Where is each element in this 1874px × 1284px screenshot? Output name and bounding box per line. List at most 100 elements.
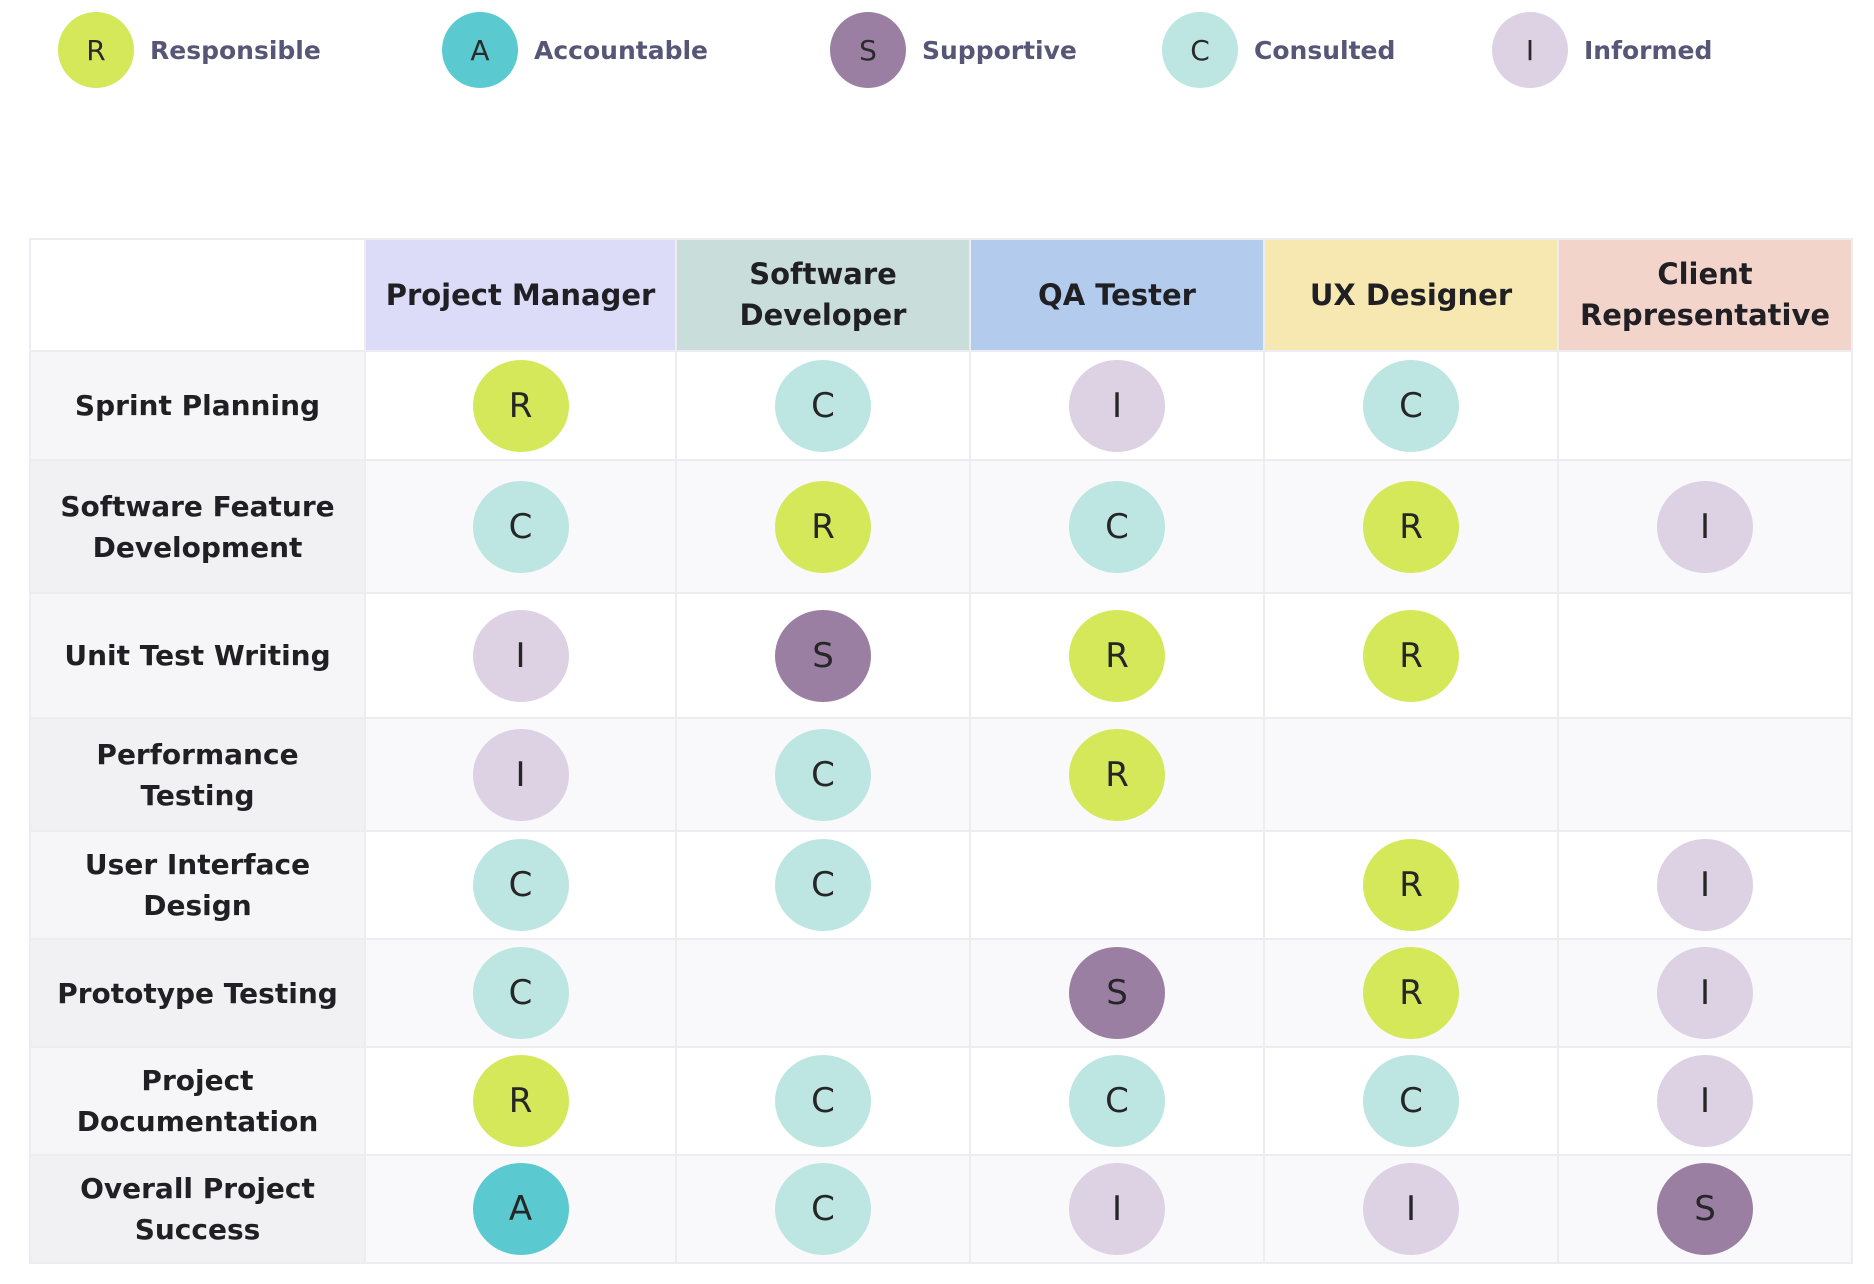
task-row: User Interface Design C C R I bbox=[29, 830, 1853, 940]
raci-badge: R bbox=[1069, 728, 1165, 821]
role-header-client-representative: Client Representative bbox=[1557, 238, 1853, 352]
legend-badge-responsible: R bbox=[58, 12, 134, 88]
assignment-cell: I bbox=[364, 592, 677, 719]
task-row: Overall Project Success A C I I S bbox=[29, 1154, 1853, 1264]
assignment-cell: R bbox=[969, 717, 1265, 832]
task-row: Sprint Planning R C I C bbox=[29, 350, 1853, 461]
task-name: Software Feature Development bbox=[29, 459, 366, 594]
raci-badge: C bbox=[472, 839, 569, 931]
task-name: Overall Project Success bbox=[29, 1154, 366, 1264]
assignment-cell: C bbox=[675, 1154, 971, 1264]
assignment-cell: S bbox=[969, 938, 1265, 1048]
assignment-cell: C bbox=[675, 1046, 971, 1156]
assignment-cell: C bbox=[969, 1046, 1265, 1156]
raci-badge: I bbox=[1657, 947, 1753, 1039]
legend-badge-consulted: C bbox=[1162, 12, 1238, 88]
raci-badge: R bbox=[1363, 947, 1459, 1039]
task-name: User Interface Design bbox=[29, 830, 366, 940]
task-name: Performance Testing bbox=[29, 717, 366, 832]
legend-item-informed: I Informed bbox=[1492, 12, 1712, 88]
assignment-cell bbox=[675, 938, 971, 1048]
legend-item-responsible: R Responsible bbox=[58, 12, 321, 88]
raci-badge: C bbox=[775, 839, 871, 931]
raci-badge: I bbox=[1657, 480, 1753, 573]
raci-badge: C bbox=[775, 359, 871, 452]
assignment-cell: I bbox=[1557, 938, 1853, 1048]
raci-badge: I bbox=[1657, 839, 1753, 931]
raci-badge: I bbox=[472, 609, 569, 702]
assignment-cell: R bbox=[364, 1046, 677, 1156]
corner-cell bbox=[29, 238, 366, 352]
raci-badge: S bbox=[1657, 1163, 1753, 1255]
assignment-cell: R bbox=[1263, 459, 1559, 594]
raci-badge: C bbox=[472, 480, 569, 573]
assignment-cell: I bbox=[969, 1154, 1265, 1264]
raci-matrix: Project Manager Software Developer QA Te… bbox=[29, 238, 1853, 1264]
assignment-cell: C bbox=[364, 459, 677, 594]
raci-badge: I bbox=[1069, 359, 1165, 452]
assignment-cell bbox=[1557, 717, 1853, 832]
task-name: Sprint Planning bbox=[29, 350, 366, 461]
legend-item-supportive: S Supportive bbox=[830, 12, 1077, 88]
role-header-qa-tester: QA Tester bbox=[969, 238, 1265, 352]
legend-label-accountable: Accountable bbox=[534, 35, 708, 65]
raci-badge: S bbox=[775, 609, 871, 702]
task-row: Prototype Testing C S R I bbox=[29, 938, 1853, 1048]
assignment-cell: I bbox=[364, 717, 677, 832]
legend-label-informed: Informed bbox=[1584, 35, 1713, 65]
raci-badge: C bbox=[775, 728, 871, 821]
task-name: Prototype Testing bbox=[29, 938, 366, 1048]
assignment-cell bbox=[1263, 717, 1559, 832]
raci-badge: C bbox=[472, 947, 569, 1039]
assignment-cell: R bbox=[364, 350, 677, 461]
assignment-cell bbox=[1557, 350, 1853, 461]
raci-badge: C bbox=[775, 1163, 871, 1255]
matrix-body: Sprint Planning R C I C Software Feature… bbox=[29, 350, 1853, 1264]
assignment-cell: I bbox=[1557, 830, 1853, 940]
legend-label-responsible: Responsible bbox=[150, 35, 321, 65]
raci-badge: R bbox=[1363, 609, 1459, 702]
header-row: Project Manager Software Developer QA Te… bbox=[29, 238, 1853, 352]
raci-badge: C bbox=[1363, 359, 1459, 452]
assignment-cell: R bbox=[1263, 592, 1559, 719]
task-row: Performance Testing I C R bbox=[29, 717, 1853, 832]
task-name: Project Documentation bbox=[29, 1046, 366, 1156]
assignment-cell bbox=[1557, 592, 1853, 719]
raci-badge: R bbox=[1363, 839, 1459, 931]
legend-badge-supportive: S bbox=[830, 12, 906, 88]
raci-badge: S bbox=[1069, 947, 1165, 1039]
assignment-cell: C bbox=[675, 830, 971, 940]
assignment-cell: I bbox=[1557, 1046, 1853, 1156]
assignment-cell: C bbox=[675, 717, 971, 832]
raci-badge: R bbox=[472, 1055, 569, 1147]
raci-badge: R bbox=[775, 480, 871, 573]
task-row: Unit Test Writing I S R R bbox=[29, 592, 1853, 719]
assignment-cell: R bbox=[969, 592, 1265, 719]
assignment-cell: R bbox=[675, 459, 971, 594]
raci-badge: A bbox=[472, 1163, 569, 1255]
raci-badge: C bbox=[1069, 480, 1165, 573]
assignment-cell: C bbox=[1263, 350, 1559, 461]
assignment-cell: I bbox=[1263, 1154, 1559, 1264]
raci-badge: I bbox=[1363, 1163, 1459, 1255]
task-row: Project Documentation R C C C I bbox=[29, 1046, 1853, 1156]
assignment-cell: C bbox=[1263, 1046, 1559, 1156]
assignment-cell: C bbox=[675, 350, 971, 461]
assignment-cell: S bbox=[1557, 1154, 1853, 1264]
legend-item-consulted: C Consulted bbox=[1162, 12, 1395, 88]
raci-badge: R bbox=[472, 359, 569, 452]
task-row: Software Feature Development C R C R I bbox=[29, 459, 1853, 594]
task-name: Unit Test Writing bbox=[29, 592, 366, 719]
assignment-cell: I bbox=[1557, 459, 1853, 594]
role-header-software-developer: Software Developer bbox=[675, 238, 971, 352]
legend-badge-accountable: A bbox=[442, 12, 518, 88]
raci-badge: I bbox=[1657, 1055, 1753, 1147]
assignment-cell: C bbox=[969, 459, 1265, 594]
role-header-ux-designer: UX Designer bbox=[1263, 238, 1559, 352]
legend-item-accountable: A Accountable bbox=[442, 12, 708, 88]
raci-badge: I bbox=[1069, 1163, 1165, 1255]
raci-badge: C bbox=[775, 1055, 871, 1147]
assignment-cell bbox=[969, 830, 1265, 940]
assignment-cell: S bbox=[675, 592, 971, 719]
legend-label-supportive: Supportive bbox=[922, 35, 1077, 65]
